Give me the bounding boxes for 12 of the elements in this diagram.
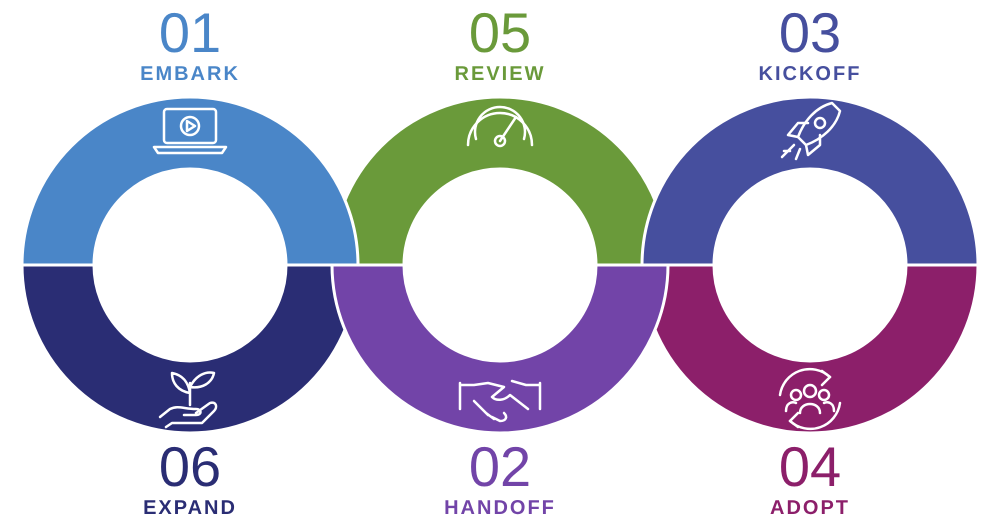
- step-number: 03: [778, 4, 842, 62]
- step-title: REVIEW: [454, 62, 546, 86]
- step-title: EXPAND: [143, 496, 237, 520]
- step-number: 02: [468, 438, 532, 496]
- step-title: ADOPT: [770, 496, 850, 520]
- step-number: 05: [468, 4, 532, 62]
- step-title: KICKOFF: [758, 62, 862, 86]
- step-number: 06: [158, 438, 222, 496]
- step-number: 04: [778, 438, 842, 496]
- step-title: HANDOFF: [444, 496, 556, 520]
- step-title: EMBARK: [140, 62, 240, 86]
- step-number: 01: [158, 4, 222, 62]
